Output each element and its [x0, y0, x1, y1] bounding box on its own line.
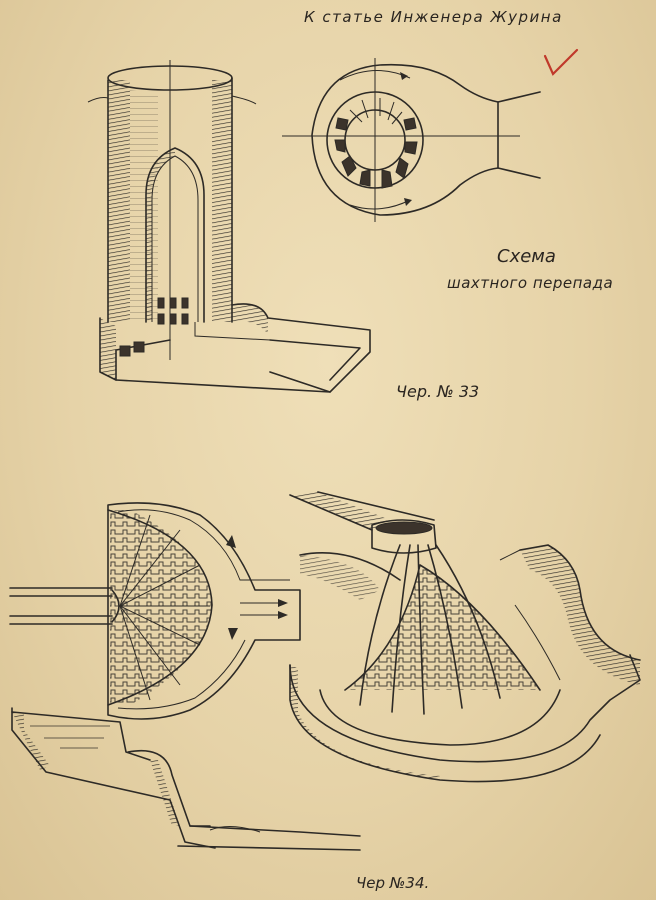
shaft-drop-plan-view	[282, 58, 541, 222]
scheme-caption-title: Схема	[497, 246, 556, 267]
vortex-drop-plan-view	[9, 502, 301, 720]
scheme-caption-subtitle: шахтного перепада	[447, 274, 614, 292]
article-reference-note: К статье Инженера Журина	[304, 8, 563, 26]
figure-34-label: Чер №34.	[356, 874, 430, 892]
shaft-drop-isometric	[87, 60, 371, 393]
vortex-drop-isometric	[289, 491, 641, 783]
figure-33-label: Чер. № 33	[396, 382, 480, 401]
vortex-drop-section-view	[11, 707, 361, 851]
check-mark-icon	[543, 48, 579, 76]
